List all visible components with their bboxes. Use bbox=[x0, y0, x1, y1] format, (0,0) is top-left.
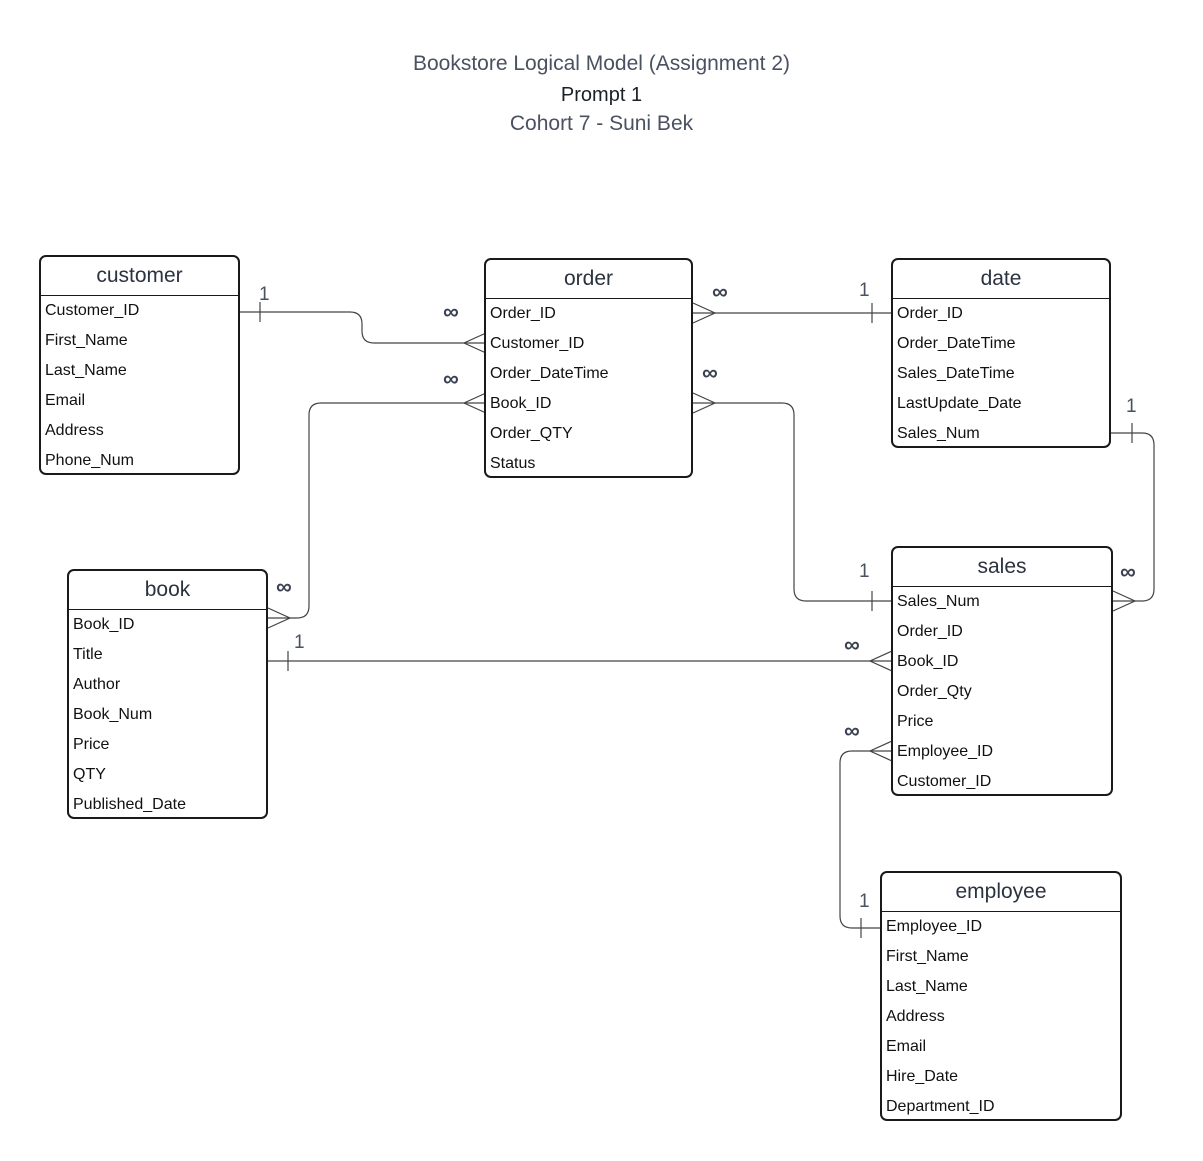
attribute: Address bbox=[886, 1008, 945, 1025]
attribute: Order_QTY bbox=[490, 425, 573, 442]
attribute: Order_ID bbox=[897, 623, 963, 640]
attribute-list: Order_ID Order_DateTime Sales_DateTime L… bbox=[893, 299, 1109, 449]
attribute: Last_Name bbox=[886, 978, 968, 995]
attribute-list: Book_ID Title Author Book_Num Price QTY … bbox=[69, 610, 266, 820]
attribute: Sales_DateTime bbox=[897, 365, 1015, 382]
attribute-list: Sales_Num Order_ID Book_ID Order_Qty Pri… bbox=[893, 587, 1111, 797]
crowfoot bbox=[267, 607, 292, 629]
attribute: LastUpdate_Date bbox=[897, 395, 1022, 412]
attribute-list: Employee_ID First_Name Last_Name Address… bbox=[882, 912, 1120, 1122]
entity-employee[interactable]: employee Employee_ID First_Name Last_Nam… bbox=[880, 871, 1122, 1121]
entity-customer[interactable]: customer Customer_ID First_Name Last_Nam… bbox=[39, 255, 240, 475]
attribute: Customer_ID bbox=[45, 302, 140, 319]
crowfoot bbox=[462, 392, 487, 414]
entity-title: sales bbox=[893, 548, 1111, 587]
diagram-subtitle: Prompt 1 bbox=[560, 84, 643, 106]
attribute: Order_ID bbox=[897, 305, 963, 322]
attribute: Author bbox=[73, 676, 121, 693]
attribute: Title bbox=[73, 646, 103, 663]
entity-book[interactable]: book Book_ID Title Author Book_Num Price… bbox=[67, 569, 268, 819]
attribute: Order_ID bbox=[490, 305, 556, 322]
entity-title: date bbox=[893, 260, 1109, 299]
attribute: Sales_Num bbox=[897, 593, 980, 610]
attribute-list: Customer_ID First_Name Last_Name Email A… bbox=[41, 296, 238, 476]
attribute: Price bbox=[897, 713, 934, 730]
cardinality-label: ∞ bbox=[443, 366, 459, 391]
entity-order[interactable]: order Order_ID Customer_ID Order_DateTim… bbox=[484, 258, 693, 478]
crowfoot bbox=[692, 302, 717, 324]
cardinality-label: ∞ bbox=[844, 632, 860, 657]
attribute: Sales_Num bbox=[897, 425, 980, 442]
attribute: Book_ID bbox=[490, 395, 552, 412]
attribute: QTY bbox=[73, 766, 106, 783]
attribute: Price bbox=[73, 736, 110, 753]
entity-title: book bbox=[69, 571, 266, 610]
attribute-list: Order_ID Customer_ID Order_DateTime Book… bbox=[486, 299, 691, 479]
cardinality-label: ∞ bbox=[712, 279, 728, 304]
attribute: Status bbox=[490, 455, 536, 472]
entity-title: employee bbox=[882, 873, 1120, 912]
attribute: Customer_ID bbox=[490, 335, 585, 352]
rel-date-sales bbox=[1111, 432, 1155, 602]
attribute: Employee_ID bbox=[886, 918, 983, 935]
diagram-title: Bookstore Logical Model (Assignment 2) bbox=[412, 52, 790, 75]
entity-date[interactable]: date Order_ID Order_DateTime Sales_DateT… bbox=[891, 258, 1111, 448]
attribute: Customer_ID bbox=[897, 773, 992, 790]
attribute: Order_DateTime bbox=[897, 335, 1016, 352]
cardinality-label: 1 bbox=[859, 891, 870, 912]
entity-title: order bbox=[486, 260, 691, 299]
crowfoot bbox=[462, 332, 487, 354]
attribute: Email bbox=[45, 392, 86, 409]
crowfoot bbox=[868, 740, 893, 762]
attribute: Address bbox=[45, 422, 104, 439]
attribute: Phone_Num bbox=[45, 452, 134, 469]
cardinality-label: ∞ bbox=[276, 574, 292, 599]
attribute: Book_ID bbox=[73, 616, 135, 633]
cardinality-label: 1 bbox=[859, 561, 870, 582]
rel-customer-order bbox=[240, 311, 486, 344]
diagram-author: Cohort 7 - Suni Bek bbox=[509, 112, 694, 135]
rel-employee-sales bbox=[839, 750, 892, 929]
attribute: Department_ID bbox=[886, 1098, 995, 1115]
crowfoot bbox=[692, 392, 717, 414]
entity-sales[interactable]: sales Sales_Num Order_ID Book_ID Order_Q… bbox=[891, 546, 1113, 796]
cardinality-label: 1 bbox=[294, 632, 305, 653]
attribute: Book_ID bbox=[897, 653, 959, 670]
attribute: Employee_ID bbox=[897, 743, 994, 760]
attribute: Last_Name bbox=[45, 362, 127, 379]
attribute: Book_Num bbox=[73, 706, 153, 723]
attribute: Order_Qty bbox=[897, 683, 972, 700]
cardinality-label: ∞ bbox=[443, 299, 459, 324]
rel-book-order bbox=[268, 402, 486, 619]
cardinality-label: 1 bbox=[859, 280, 870, 301]
cardinality-label: ∞ bbox=[1120, 559, 1136, 584]
attribute: Email bbox=[886, 1038, 927, 1055]
cardinality-label: 1 bbox=[259, 284, 270, 305]
attribute: Order_DateTime bbox=[490, 365, 609, 382]
attribute: Hire_Date bbox=[886, 1068, 959, 1085]
cardinality-label: ∞ bbox=[702, 360, 718, 385]
attribute: First_Name bbox=[45, 332, 128, 349]
attribute: First_Name bbox=[886, 948, 969, 965]
entity-title: customer bbox=[41, 257, 238, 296]
rel-order-sales bbox=[693, 402, 892, 602]
attribute: Published_Date bbox=[73, 796, 186, 813]
crowfoot bbox=[1112, 590, 1137, 612]
cardinality-label: ∞ bbox=[844, 718, 860, 743]
crowfoot bbox=[868, 650, 893, 672]
cardinality-label: 1 bbox=[1126, 396, 1137, 417]
